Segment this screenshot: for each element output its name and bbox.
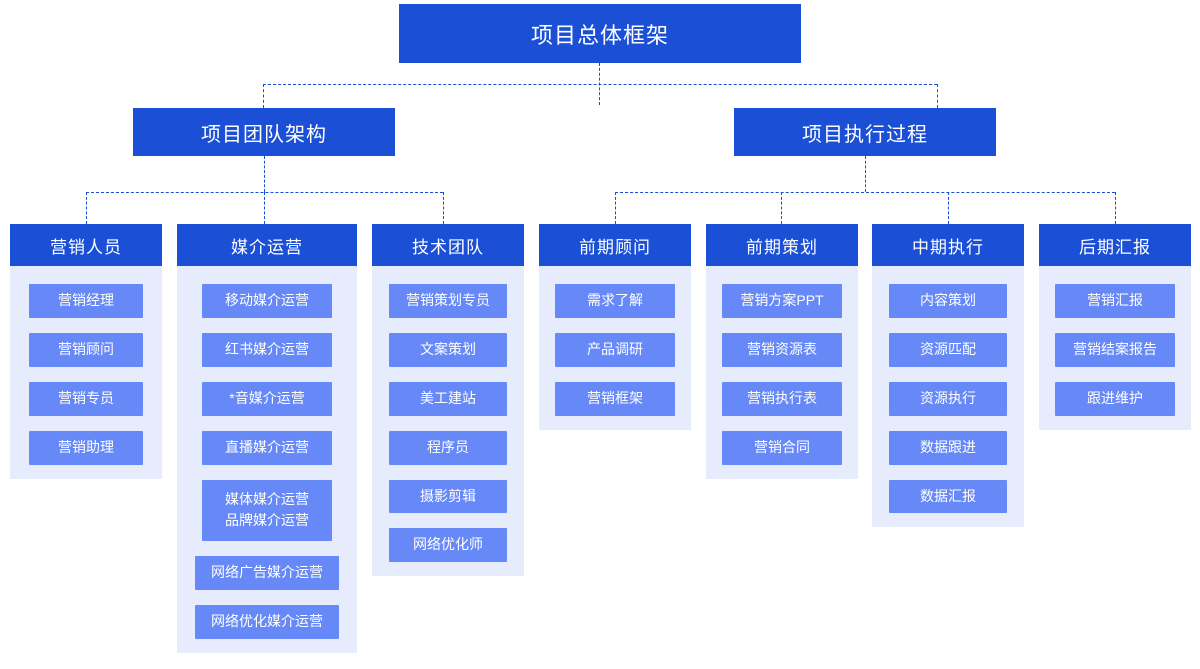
connector-process-bus	[615, 192, 1115, 193]
item-box[interactable]: 数据跟进	[889, 430, 1007, 465]
item-box-two-line[interactable]: 媒体媒介运营 品牌媒介运营	[202, 479, 332, 541]
item-box[interactable]: 营销合同	[722, 430, 842, 465]
item-box[interactable]: 网络优化媒介运营	[195, 604, 339, 639]
connector-team-to-col3	[443, 192, 444, 224]
item-box[interactable]: 营销方案PPT	[722, 284, 842, 318]
item-box[interactable]: 资源执行	[889, 381, 1007, 416]
item-box[interactable]: 资源匹配	[889, 332, 1007, 367]
column-pre-consulting: 前期顾问 需求了解 产品调研 营销框架	[539, 224, 691, 430]
connector-process-stem	[865, 156, 866, 192]
connector-process-to-col4	[615, 192, 616, 224]
connector-team-stem	[264, 156, 265, 192]
item-box[interactable]: 营销顾问	[29, 332, 143, 367]
connector-root-to-process	[937, 84, 938, 108]
item-box[interactable]: 跟进维护	[1055, 381, 1175, 416]
connector-team-to-col1	[86, 192, 87, 224]
item-box[interactable]: 网络广告媒介运营	[195, 555, 339, 590]
column-mid-execution: 中期执行 内容策划 资源匹配 资源执行 数据跟进 数据汇报	[872, 224, 1024, 528]
column-post-reporting: 后期汇报 营销汇报 营销结案报告 跟进维护	[1039, 224, 1191, 430]
column-header-tech-team[interactable]: 技术团队	[372, 224, 524, 266]
connector-root-bus	[263, 84, 937, 85]
item-box[interactable]: 移动媒介运营	[202, 284, 332, 318]
item-box[interactable]: 内容策划	[889, 284, 1007, 318]
item-box[interactable]: 营销汇报	[1055, 284, 1175, 318]
item-box[interactable]: 摄影剪辑	[389, 479, 507, 514]
node-execution-process-label: 项目执行过程	[802, 123, 928, 146]
item-box[interactable]: 营销经理	[29, 284, 143, 318]
item-box[interactable]: *音媒介运营	[202, 381, 332, 416]
connector-process-to-col7	[1115, 192, 1116, 224]
node-root-label: 项目总体框架	[530, 22, 669, 48]
item-box[interactable]: 营销策划专员	[389, 284, 507, 318]
item-box[interactable]: 直播媒介运营	[202, 430, 332, 465]
item-box[interactable]: 营销框架	[555, 381, 675, 416]
item-line-2: 品牌媒介运营	[225, 512, 309, 529]
column-header-media-operations[interactable]: 媒介运营	[177, 224, 357, 266]
item-box[interactable]: 程序员	[389, 430, 507, 465]
item-box[interactable]: 营销结案报告	[1055, 332, 1175, 367]
connector-process-to-col5	[781, 192, 782, 224]
column-pre-planning: 前期策划 营销方案PPT 营销资源表 营销执行表 营销合同	[706, 224, 858, 479]
node-execution-process[interactable]: 项目执行过程	[734, 108, 996, 156]
node-team-structure[interactable]: 项目团队架构	[133, 108, 395, 156]
column-marketing-staff: 营销人员 营销经理 营销顾问 营销专员 营销助理	[10, 224, 162, 479]
item-box[interactable]: 数据汇报	[889, 479, 1007, 514]
item-box[interactable]: 营销助理	[29, 430, 143, 465]
item-box[interactable]: 产品调研	[555, 332, 675, 367]
column-media-operations: 媒介运营 移动媒介运营 红书媒介运营 *音媒介运营 直播媒介运营 媒体媒介运营 …	[177, 224, 357, 653]
connector-process-to-col6	[948, 192, 949, 224]
item-box[interactable]: 需求了解	[555, 284, 675, 318]
column-header-post-reporting[interactable]: 后期汇报	[1039, 224, 1191, 266]
item-line-1: 媒体媒介运营	[225, 490, 309, 507]
node-root[interactable]: 项目总体框架	[399, 4, 801, 63]
node-team-structure-label: 项目团队架构	[201, 123, 327, 146]
item-box[interactable]: 美工建站	[389, 381, 507, 416]
column-header-pre-consulting[interactable]: 前期顾问	[539, 224, 691, 266]
item-box[interactable]: 网络优化师	[389, 528, 507, 563]
item-box[interactable]: 红书媒介运营	[202, 332, 332, 367]
column-header-pre-planning[interactable]: 前期策划	[706, 224, 858, 266]
connector-team-to-col2	[264, 192, 265, 224]
column-tech-team: 技术团队 营销策划专员 文案策划 美工建站 程序员 摄影剪辑 网络优化师	[372, 224, 524, 577]
column-header-mid-execution[interactable]: 中期执行	[872, 224, 1024, 266]
column-header-marketing-staff[interactable]: 营销人员	[10, 224, 162, 266]
item-box[interactable]: 营销执行表	[722, 381, 842, 416]
item-box[interactable]: 文案策划	[389, 332, 507, 367]
item-box[interactable]: 营销专员	[29, 381, 143, 416]
connector-root-to-team	[263, 84, 264, 108]
item-box[interactable]: 营销资源表	[722, 332, 842, 367]
